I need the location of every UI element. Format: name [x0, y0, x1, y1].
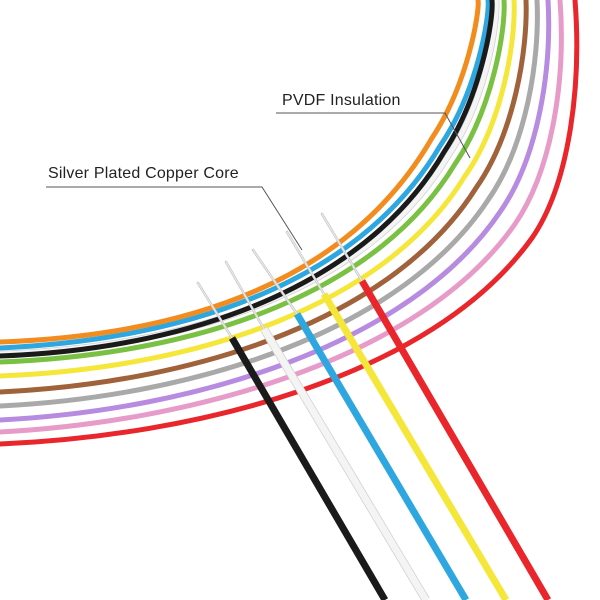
- core-yellow-highlight: [286, 231, 325, 295]
- loop-wire-red: [0, 0, 580, 447]
- core-leader-line: [46, 186, 303, 251]
- insulation-blue: [293, 312, 470, 600]
- insulation-white: [260, 327, 430, 600]
- coiled-wire-loops: [0, 0, 580, 447]
- silver-plated-copper-core-label: Silver Plated Copper Core: [48, 165, 239, 182]
- loop-wire-pink: [0, 0, 564, 435]
- insulation-red: [358, 279, 552, 600]
- insulation-black: [228, 336, 389, 600]
- callout-leader-lines: [46, 112, 471, 251]
- loop-wire-gray: [0, 0, 540, 409]
- pvdf-leader-line: [276, 112, 471, 159]
- core-red-highlight: [321, 213, 363, 282]
- loop-wire-violet: [0, 0, 552, 423]
- loop-wire-orange: [0, 0, 481, 345]
- pvdf-insulation-label: PVDF Insulation: [282, 92, 401, 109]
- loop-wire-yellow: [0, 0, 517, 379]
- loop-wire-blue: [0, 0, 491, 351]
- loop-wire-brown: [0, 0, 529, 395]
- core-white-highlight: [225, 261, 265, 330]
- core-blue-highlight: [252, 249, 298, 315]
- stripped-wire-ends: [196, 212, 552, 600]
- loop-wire-green: [0, 0, 507, 365]
- insulation-yellow: [320, 292, 510, 600]
- loop-wire-black: [0, 0, 495, 359]
- core-black-highlight: [197, 282, 233, 339]
